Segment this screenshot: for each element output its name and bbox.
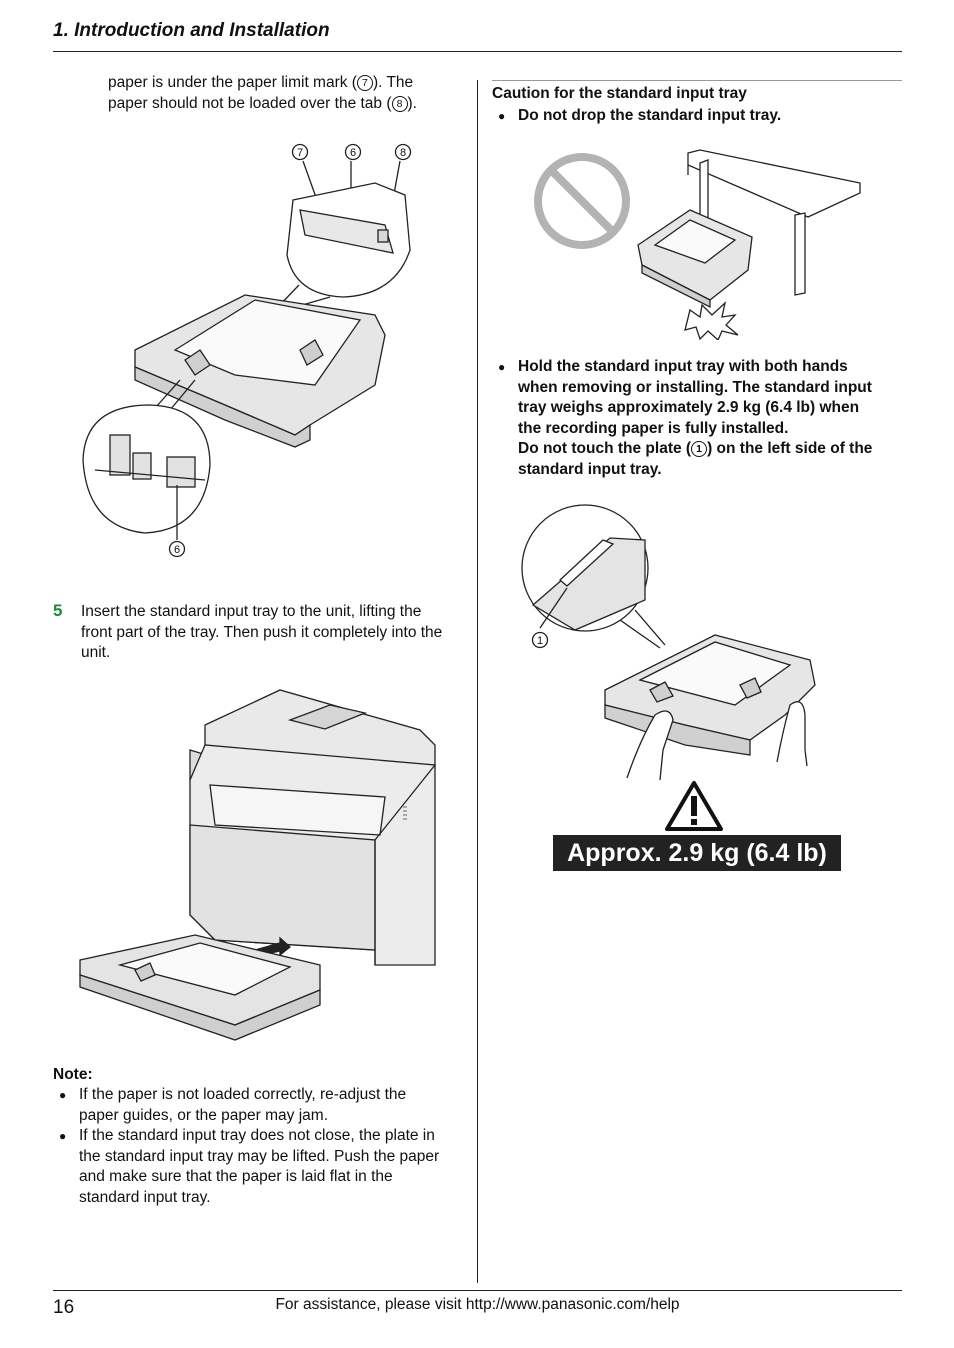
right-column-rule xyxy=(492,80,902,81)
step-number: 5 xyxy=(53,601,63,620)
bullet-icon: ● xyxy=(498,360,506,374)
callout-7: 7 xyxy=(297,147,303,159)
intro-paragraph: paper is under the paper limit mark (7).… xyxy=(108,73,417,114)
insert-tray-figure xyxy=(79,689,436,1041)
caution-line: Do not touch the plate ( xyxy=(518,440,692,457)
callout-mark: 1 xyxy=(691,441,708,457)
caution-line: Do not drop the standard input tray. xyxy=(518,107,782,124)
intro-text: paper is under the paper limit mark ( xyxy=(108,74,357,91)
caution-line: the recording paper is fully installed. xyxy=(518,419,789,437)
column-divider xyxy=(477,80,478,1283)
section-header: 1. Introduction and Installation xyxy=(53,20,330,41)
callout-mark: 8 xyxy=(391,95,408,112)
warning-triangle-icon xyxy=(665,781,723,831)
step5-line: front part of the tray. Then push it com… xyxy=(81,623,443,641)
caution-line: Hold the standard input tray with both h… xyxy=(518,358,848,375)
note-line: standard input tray. xyxy=(79,1188,211,1206)
step5-text: Insert the standard input tray to the un… xyxy=(81,602,442,664)
note-line: If the standard input tray does not clos… xyxy=(79,1127,435,1144)
caution-line: when removing or installing. The standar… xyxy=(518,378,872,396)
note-item: ● If the standard input tray does not cl… xyxy=(53,1126,473,1208)
bullet-icon: ● xyxy=(59,1129,67,1143)
note-line: and make sure that the paper is laid fla… xyxy=(79,1168,393,1185)
caution-bullet-2: ● Hold the standard input tray with both… xyxy=(492,357,902,480)
note-list: ● If the paper is not loaded correctly, … xyxy=(53,1085,473,1208)
caution-line: ) on the left side of the xyxy=(707,440,873,457)
footer-rule xyxy=(53,1290,902,1291)
note-line: paper guides, or the paper may jam. xyxy=(79,1106,328,1124)
caution-line: tray weighs approximately 2.9 kg (6.4 lb… xyxy=(518,399,860,416)
bullet-icon: ● xyxy=(498,109,506,123)
caution-title: Caution for the standard input tray xyxy=(492,85,747,102)
callout-1: 1 xyxy=(537,635,543,647)
bullet-icon: ● xyxy=(59,1088,67,1102)
prohibited-icon xyxy=(534,153,630,249)
hold-tray-figure: 1 xyxy=(521,504,816,781)
caution-bullet-1: ● Do not drop the standard input tray. xyxy=(492,106,902,127)
caution-line: standard input tray. xyxy=(518,460,662,478)
drop-tray-figure xyxy=(534,149,861,340)
page-number: 16 xyxy=(53,1297,75,1318)
note-title: Note: xyxy=(53,1066,93,1083)
intro-text: paper should not be loaded over the tab … xyxy=(108,94,392,112)
note-line: If the paper is not loaded correctly, re… xyxy=(79,1086,407,1103)
note-line: the standard input tray may be lifted. P… xyxy=(79,1147,440,1165)
weight-label: Approx. 2.9 kg (6.4 lb) xyxy=(553,835,841,871)
step5-line: Insert the standard input tray to the un… xyxy=(81,603,422,620)
footer-help-text: For assistance, please visit http://www.… xyxy=(275,1296,680,1313)
intro-text: ). xyxy=(407,94,417,112)
header-rule xyxy=(53,51,902,52)
callout-8: 8 xyxy=(400,147,406,159)
note-item: ● If the paper is not loaded correctly, … xyxy=(53,1085,473,1126)
callout-6-bottom: 6 xyxy=(174,544,180,556)
callout-6: 6 xyxy=(350,147,356,159)
tray-paper-limit-figure: 7 6 8 6 xyxy=(82,143,412,558)
intro-text: ). The xyxy=(372,74,414,91)
step5-line: unit. xyxy=(81,644,111,661)
callout-mark: 7 xyxy=(356,75,373,91)
